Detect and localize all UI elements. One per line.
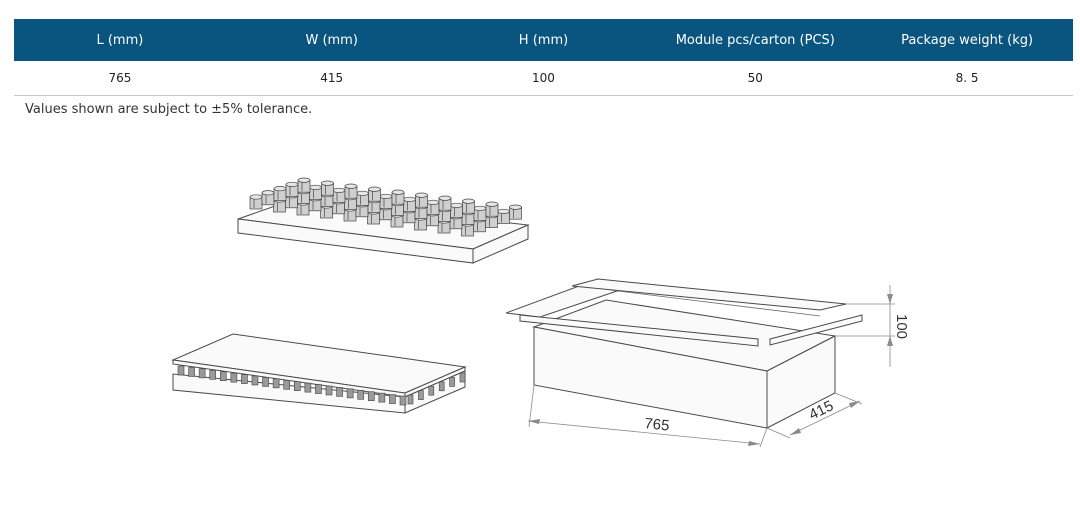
tolerance-note: Values shown are subject to ±5% toleranc… bbox=[25, 102, 313, 117]
module-cylinder bbox=[272, 378, 280, 389]
module-cylinder bbox=[399, 395, 407, 406]
module-cylinder bbox=[368, 186, 381, 202]
dimension-height-label: 100 bbox=[893, 314, 910, 339]
module-cylinder bbox=[356, 190, 369, 206]
table-header-row: L (mm) W (mm) H (mm) Module pcs/carton (… bbox=[14, 19, 1073, 61]
module-cylinder bbox=[219, 371, 227, 382]
module-cylinder bbox=[403, 196, 416, 212]
module-cylinder bbox=[177, 365, 185, 376]
module-cylinder bbox=[251, 375, 259, 386]
module-cylinder bbox=[509, 204, 522, 220]
spec-table: L (mm) W (mm) H (mm) Module pcs/carton (… bbox=[14, 19, 1073, 96]
table-row: 765 415 100 50 8. 5 bbox=[14, 61, 1073, 96]
carton-back-flap bbox=[571, 278, 847, 311]
module-cylinder bbox=[426, 199, 440, 215]
module-cylinder bbox=[188, 367, 195, 377]
module-cylinder bbox=[391, 189, 405, 205]
module-cylinder bbox=[262, 377, 269, 387]
carton-front-flap bbox=[519, 314, 759, 347]
module-cylinder bbox=[497, 208, 510, 224]
module-cylinder bbox=[332, 187, 346, 203]
open-carton-illustration: 765 415 100 bbox=[505, 278, 910, 448]
module-cylinder bbox=[325, 385, 333, 396]
header-height: H (mm) bbox=[437, 19, 650, 61]
module-cylinder bbox=[283, 379, 291, 390]
module-cylinder bbox=[336, 387, 343, 397]
module-grid bbox=[249, 177, 522, 237]
module-cylinder bbox=[438, 195, 452, 211]
module-cylinder bbox=[209, 369, 217, 380]
module-cylinder bbox=[293, 381, 301, 392]
header-pcs-per-carton: Module pcs/carton (PCS) bbox=[649, 19, 862, 61]
module-cylinder bbox=[261, 190, 275, 206]
stacked-trays-illustration bbox=[171, 333, 467, 414]
header-package-weight: Package weight (kg) bbox=[861, 19, 1073, 61]
cell-width: 415 bbox=[225, 61, 438, 96]
module-cylinder bbox=[230, 372, 238, 383]
module-cylinder bbox=[285, 181, 299, 197]
tray-with-modules-illustration bbox=[237, 177, 530, 264]
module-cylinder bbox=[198, 368, 206, 379]
stacked-module-strip bbox=[177, 365, 466, 406]
module-cylinder bbox=[449, 377, 455, 387]
module-cylinder bbox=[344, 183, 358, 199]
module-cylinder bbox=[241, 374, 248, 384]
dimension-length-label: 765 bbox=[644, 415, 671, 435]
cell-length: 765 bbox=[14, 61, 226, 96]
module-cylinder bbox=[346, 388, 354, 399]
module-cylinder bbox=[304, 382, 312, 393]
module-cylinder bbox=[407, 394, 414, 405]
module-cylinder bbox=[473, 205, 487, 221]
module-cylinder bbox=[418, 390, 424, 400]
module-cylinder bbox=[315, 384, 322, 394]
dimension-length: 765 bbox=[527, 384, 768, 448]
module-cylinder bbox=[459, 372, 466, 383]
module-cylinder bbox=[297, 177, 311, 193]
module-cylinder bbox=[249, 194, 263, 210]
module-cylinder bbox=[485, 201, 499, 217]
header-length: L (mm) bbox=[14, 19, 226, 61]
module-cylinder bbox=[462, 198, 475, 214]
header-width: W (mm) bbox=[225, 19, 438, 61]
module-cylinder bbox=[321, 180, 334, 196]
module-cylinder bbox=[438, 381, 445, 392]
module-cylinder bbox=[415, 192, 428, 208]
module-cylinder bbox=[450, 202, 463, 218]
module-cylinder bbox=[379, 193, 393, 209]
module-cylinder bbox=[367, 391, 375, 402]
cell-height: 100 bbox=[437, 61, 650, 96]
module-cylinder bbox=[428, 385, 435, 396]
dimension-height: 100 bbox=[835, 285, 910, 367]
module-cylinder bbox=[378, 392, 386, 403]
module-cylinder bbox=[309, 184, 322, 200]
module-cylinder bbox=[357, 389, 365, 400]
carton-right-flap bbox=[769, 314, 863, 346]
cell-package-weight: 8. 5 bbox=[861, 61, 1073, 96]
module-cylinder bbox=[389, 394, 396, 404]
module-cylinder bbox=[273, 186, 287, 201]
cell-pcs-per-carton: 50 bbox=[649, 61, 862, 96]
